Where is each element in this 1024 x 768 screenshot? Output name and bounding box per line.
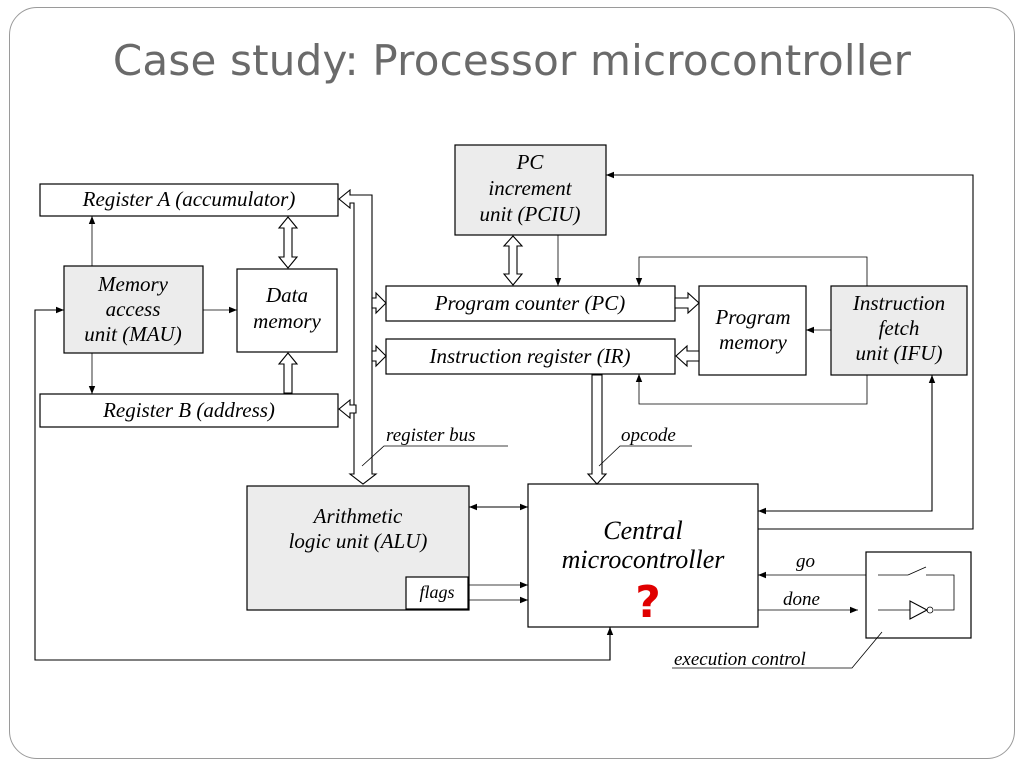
instruction-register-label: Instruction register (IR) (428, 344, 630, 368)
ifu-label-line-3: unit (IFU) (856, 341, 943, 365)
flags-label: flags (419, 582, 454, 602)
program-memory-block: Program memory (698, 285, 807, 376)
program-memory-to-instruction-register (675, 344, 700, 368)
mau-label-line-2: access (106, 297, 161, 321)
opcode-bus (586, 374, 608, 485)
register-bus-label: register bus (386, 425, 476, 446)
alu-label-line-1: Arithmetic (312, 504, 403, 528)
mau-label-line-1: Memory (97, 272, 169, 296)
program-counter-block: Program counter (PC) (385, 285, 676, 322)
data-memory-block: Data memory (236, 268, 338, 353)
execution-control-block (865, 551, 972, 639)
central-label-line-1: Central (603, 516, 682, 545)
pciu-label-line-3: unit (PCIU) (480, 202, 581, 226)
slide-title: Case study: Processor microcontroller (112, 36, 912, 85)
data-memory-label-line-2: memory (253, 309, 321, 333)
alu-block: Arithmetic logic unit (ALU) flags (246, 485, 470, 611)
register-a-label: Register A (accumulator) (82, 187, 296, 211)
ifu-label-line-1: Instruction (852, 291, 945, 315)
mau-label-line-3: unit (MAU) (84, 322, 181, 346)
register-bus-leader (361, 445, 508, 467)
data-memory-register-b-bus (277, 352, 299, 394)
register-bus-to-register-b (338, 398, 357, 420)
program-counter-to-program-memory (674, 291, 700, 315)
register-b-block: Register B (address) (39, 393, 339, 428)
pciu-block: PC increment unit (PCIU) (454, 144, 607, 236)
pciu-label-line-2: increment (488, 176, 572, 200)
central-microcontroller-block: Central microcontroller ? (527, 483, 759, 628)
go-label: go (796, 551, 815, 572)
pciu-label-line-1: PC (516, 150, 545, 174)
central-to-pciu-arrow (606, 171, 974, 530)
bus-to-instruction-register (371, 344, 387, 368)
done-label: done (783, 589, 820, 610)
central-ifu-arrow (758, 375, 936, 515)
program-memory-label-line-2: memory (719, 330, 787, 354)
program-counter-label: Program counter (PC) (434, 291, 626, 315)
register-bus-top (338, 188, 378, 485)
register-a-data-memory-bus (277, 216, 299, 269)
register-a-block: Register A (accumulator) (39, 183, 339, 217)
pciu-program-counter-bus (502, 235, 524, 286)
mau-block: Memory access unit (MAU) (63, 265, 204, 354)
data-memory-label-line-1: Data (265, 283, 308, 307)
instruction-register-block: Instruction register (IR) (385, 338, 676, 375)
central-label-line-2: microcontroller (562, 545, 726, 574)
opcode-label: opcode (621, 425, 676, 446)
ifu-to-program-counter-loop (635, 256, 868, 286)
question-mark: ? (635, 577, 661, 628)
bus-to-program-counter (371, 291, 387, 315)
ifu-block: Instruction fetch unit (IFU) (830, 285, 968, 376)
alu-label-line-2: logic unit (ALU) (289, 529, 428, 553)
register-b-label: Register B (address) (102, 398, 275, 422)
opcode-leader (598, 445, 692, 467)
program-memory-label-line-1: Program (714, 305, 790, 329)
ifu-label-line-2: fetch (879, 316, 920, 340)
execution-control-leader (672, 631, 883, 669)
ifu-to-instruction-register-loop (635, 374, 868, 405)
execution-control-label: execution control (674, 649, 806, 670)
